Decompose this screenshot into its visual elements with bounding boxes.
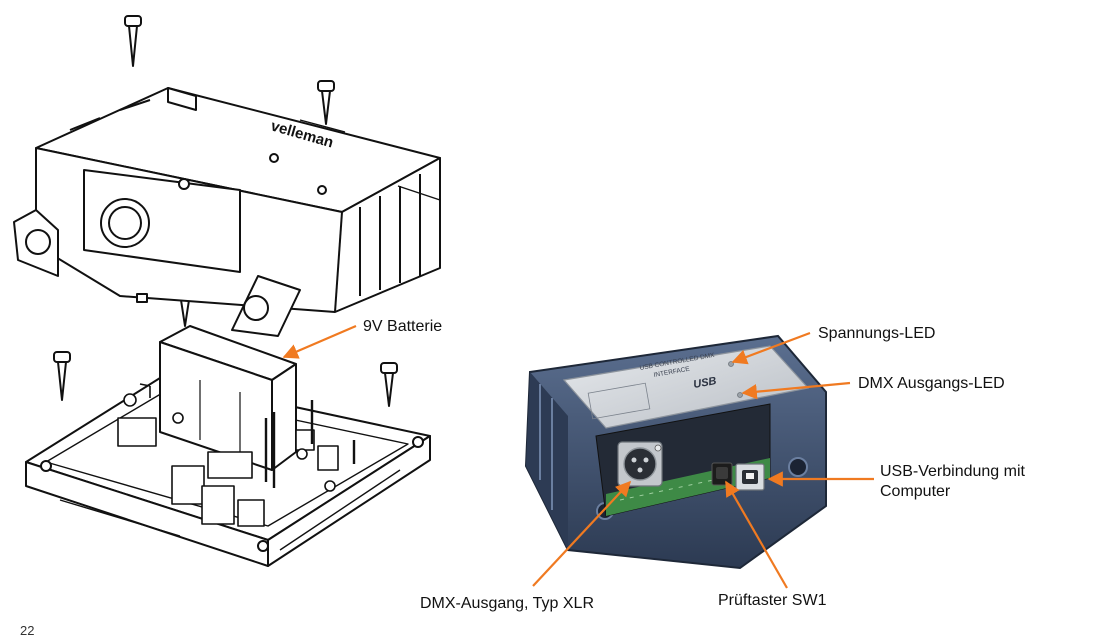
label-usb-connection-line2: Computer (880, 483, 951, 500)
label-dmx-output: DMX-Ausgang, Typ XLR (420, 595, 595, 612)
power-led-indicator (728, 361, 734, 367)
arrow-battery (282, 324, 357, 359)
screw-bottom-left (53, 351, 71, 401)
arrow-dmx-output (532, 480, 632, 587)
arrow-test-button (725, 480, 788, 589)
arrow-dmx-led (741, 381, 851, 400)
usb-socket (735, 463, 765, 491)
top-cover: velleman (13, 87, 441, 337)
test-button-sw1 (711, 462, 733, 486)
pcb-components (117, 383, 356, 527)
dmx-led-indicator (737, 392, 743, 398)
battery (159, 325, 297, 471)
exploded-assembly-drawing: velleman (13, 15, 441, 567)
label-dmx-led: DMX Ausgangs-LED (858, 375, 1005, 392)
screw-top-left (124, 15, 142, 67)
label-usb-connection-line1: USB-Verbindung mit (880, 463, 1025, 480)
arrow-power-led (731, 331, 811, 365)
xlr-connector (617, 441, 663, 487)
screw-bottom-right (380, 362, 398, 407)
label-battery: 9V Batterie (363, 318, 443, 335)
screw-top-right (317, 80, 335, 125)
label-power-led: Spannungs-LED (818, 325, 936, 342)
usb-logo: USB (692, 375, 717, 391)
page-number: 22 (20, 623, 35, 638)
device-illustration: USB CONTROLLED DMX INTERFACE USB (524, 334, 827, 570)
label-test-button: Prüftaster SW1 (718, 592, 827, 609)
callout-arrows (282, 324, 874, 589)
